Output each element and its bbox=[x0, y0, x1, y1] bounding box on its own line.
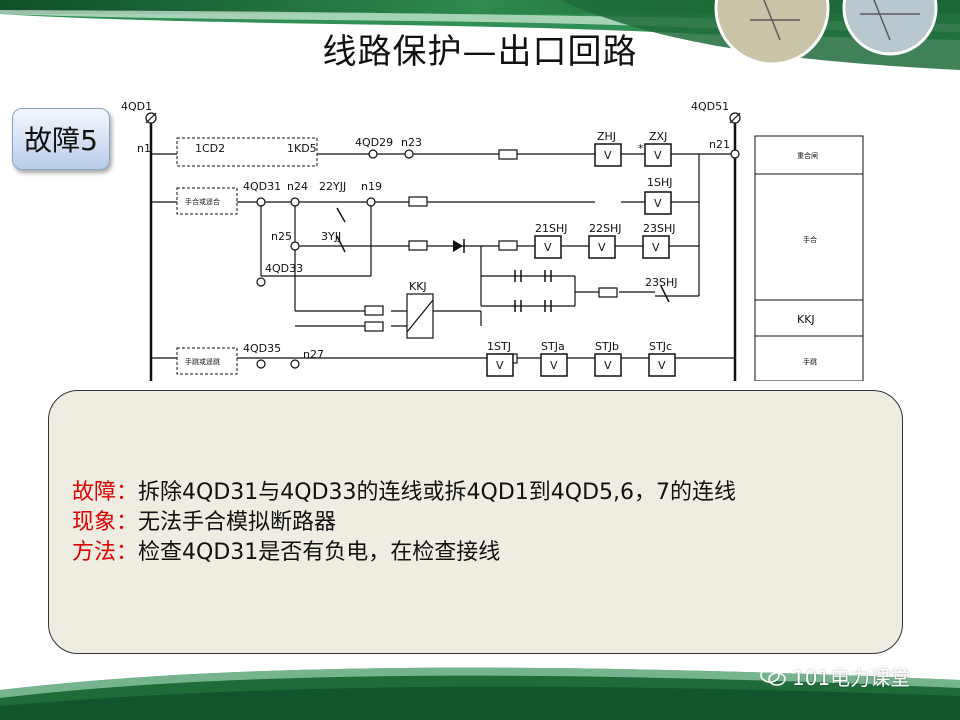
label-21shj: 21SHJ bbox=[535, 222, 568, 235]
label-1cd2: 1CD2 bbox=[195, 142, 225, 155]
label-n1: n1 bbox=[137, 142, 151, 155]
relay-v-23shj: V bbox=[652, 241, 660, 254]
label-n27: n27 bbox=[303, 348, 324, 361]
label-star: * bbox=[638, 142, 644, 155]
label-kkj: KKJ bbox=[409, 280, 427, 293]
label-1shj: 1SHJ bbox=[647, 176, 673, 189]
label-23shj: 23SHJ bbox=[643, 222, 676, 235]
table-shoutiao: 手跳 bbox=[803, 357, 817, 366]
symptom-line: 现象：无法手合模拟断路器 bbox=[72, 508, 736, 538]
relay-v-1shj: V bbox=[654, 197, 662, 210]
page-title: 线路保护—出口回路 bbox=[322, 32, 638, 72]
label-22yjj: 22YJJ bbox=[319, 180, 346, 193]
bottom-banner bbox=[0, 650, 960, 720]
relay-v-1stj: V bbox=[496, 359, 504, 372]
table-chonghe: 重合闸 bbox=[797, 151, 818, 160]
label-4qd29: 4QD29 bbox=[355, 136, 393, 149]
watermark: 101电力课堂 bbox=[760, 662, 910, 691]
method-line: 方法：检查4QD31是否有负电，在检查接线 bbox=[72, 538, 736, 568]
label-n25: n25 bbox=[271, 230, 292, 243]
method-label: 方法： bbox=[72, 540, 139, 565]
table-shouhe: 手合 bbox=[803, 235, 817, 244]
label-n19: n19 bbox=[361, 180, 382, 193]
relay-v-21shj: V bbox=[544, 241, 552, 254]
label-4qd31: 4QD31 bbox=[243, 180, 281, 193]
label-4qd33: 4QD33 bbox=[265, 262, 303, 275]
label-stjc: STJc bbox=[649, 340, 672, 353]
label-stjb: STJb bbox=[595, 340, 619, 353]
table-kkj: KKJ bbox=[797, 313, 815, 326]
label-zhj: ZHJ bbox=[597, 130, 616, 143]
method-text: 检查4QD31是否有负电，在检查接线 bbox=[138, 540, 501, 565]
explanation-text: 故障：拆除4QD31与4QD33的连线或拆4QD1到4QD5,6，7的连线 现象… bbox=[72, 478, 736, 568]
relay-v-zxj: V bbox=[654, 149, 662, 162]
label-3yjj: 3YJJ bbox=[321, 230, 341, 243]
fault-label: 故障： bbox=[72, 480, 139, 505]
label-4qd51: 4QD51 bbox=[691, 100, 729, 113]
relay-v-stjb: V bbox=[604, 359, 612, 372]
label-stja: STJa bbox=[541, 340, 565, 353]
box-shouhe-label: 手合或遥合 bbox=[185, 197, 220, 206]
label-23shj-b: 23SHJ bbox=[645, 276, 678, 289]
watermark-text: 101电力课堂 bbox=[792, 666, 911, 690]
relay-v-stjc: V bbox=[658, 359, 666, 372]
label-1stj: 1STJ bbox=[487, 340, 511, 353]
label-n24: n24 bbox=[287, 180, 308, 193]
relay-v-22shj: V bbox=[598, 241, 606, 254]
fault-text: 拆除4QD31与4QD33的连线或拆4QD1到4QD5,6，7的连线 bbox=[138, 480, 737, 505]
symptom-label: 现象： bbox=[72, 510, 139, 535]
label-n21: n21 bbox=[709, 138, 730, 151]
label-4qd1: 4QD1 bbox=[121, 100, 152, 113]
label-4qd35: 4QD35 bbox=[243, 342, 281, 355]
fault-line: 故障：拆除4QD31与4QD33的连线或拆4QD1到4QD5,6，7的连线 bbox=[72, 478, 736, 508]
fault-badge: 故障5 bbox=[12, 108, 110, 170]
box-shoutiao-label: 手跳或遥跳 bbox=[185, 357, 220, 366]
circuit-diagram: 4QD1 n1 1CD2 1KD5 4QD29 n23 ZHJ * ZXJ n2… bbox=[115, 96, 865, 382]
explanation-panel bbox=[48, 390, 903, 654]
top-banner bbox=[0, 0, 960, 80]
relay-v-zhj: V bbox=[604, 149, 612, 162]
label-zxj: ZXJ bbox=[649, 130, 667, 143]
label-n23: n23 bbox=[401, 136, 422, 149]
wechat-icon bbox=[760, 666, 786, 686]
label-22shj: 22SHJ bbox=[589, 222, 622, 235]
label-1kd5: 1KD5 bbox=[287, 142, 317, 155]
symptom-text: 无法手合模拟断路器 bbox=[138, 510, 337, 535]
relay-v-stja: V bbox=[550, 359, 558, 372]
